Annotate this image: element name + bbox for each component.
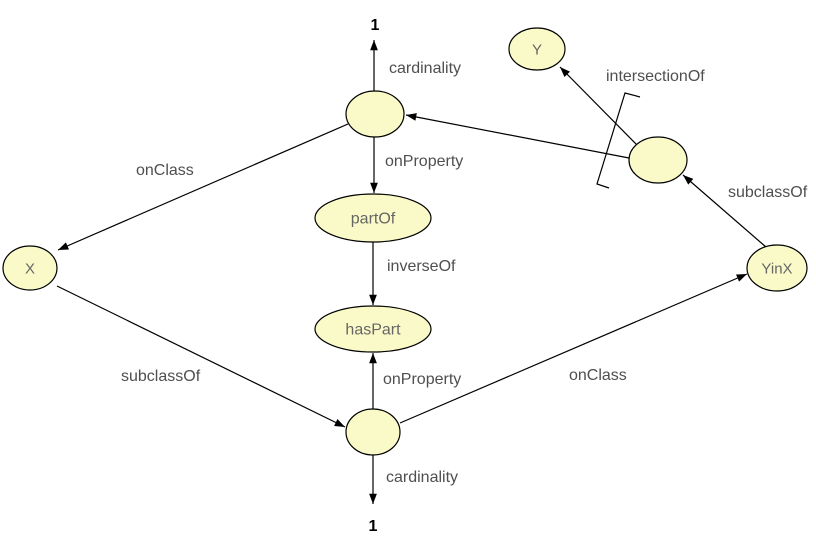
- edge-onclass-right: [399, 273, 748, 424]
- intersectionof-label: intersectionOf: [606, 68, 705, 85]
- edge-onproperty-top: [370, 137, 378, 193]
- arrowhead-icon: [334, 418, 345, 427]
- edge-cardinality-bottom: [369, 455, 377, 504]
- node-partof: partOf: [314, 193, 432, 243]
- arrowhead-icon: [370, 40, 378, 51]
- node-intersection-class-ellipse: [628, 136, 688, 184]
- arrowhead-icon: [369, 353, 377, 364]
- arrowhead-icon: [58, 242, 69, 250]
- onproperty-top-label: onProperty: [385, 153, 463, 170]
- node-intersection-class: [628, 136, 688, 184]
- node-class-y: Y: [508, 27, 566, 71]
- arrowhead-icon: [369, 294, 377, 305]
- edge-cardinality-top: [370, 40, 378, 91]
- edge-onclass-left: [57, 123, 349, 251]
- node-class-yinx-label: YinX: [761, 260, 792, 277]
- subclassof-left-label: subclassOf: [121, 368, 201, 385]
- node-restriction-bottom: [345, 408, 401, 456]
- arrowhead-icon: [683, 175, 694, 185]
- cardinality-top-label: cardinality: [389, 60, 461, 77]
- arrowhead-icon: [560, 67, 570, 78]
- onclass-left-label: onClass: [136, 162, 194, 179]
- node-class-y-label: Y: [532, 41, 542, 58]
- node-haspart-label: hasPart: [345, 322, 401, 339]
- inverseof-label: inverseOf: [387, 258, 456, 275]
- edge-subclassof-right: [682, 174, 767, 248]
- edge-intersection-to-y: [559, 66, 638, 146]
- edge-subclassof-right-line: [682, 174, 767, 248]
- cardinality-bottom-value: 1: [369, 518, 378, 535]
- node-partof-label: partOf: [351, 211, 396, 228]
- arrowhead-icon: [406, 113, 417, 121]
- arrowhead-icon: [370, 182, 378, 193]
- node-class-x: X: [2, 245, 58, 291]
- node-haspart-ellipse: [314, 305, 432, 353]
- node-class-yinx: YinX: [746, 244, 808, 292]
- node-restriction-top-ellipse: [345, 90, 405, 138]
- edge-onproperty-bottom: [369, 353, 377, 409]
- collection-bracket-icon: [596, 92, 641, 189]
- edge-onclass-right-line: [399, 273, 748, 424]
- node-partof-ellipse: [314, 193, 432, 243]
- cardinality-top-value: 1: [371, 17, 380, 34]
- node-class-x-label: X: [25, 260, 35, 277]
- node-class-x-ellipse: [2, 245, 58, 291]
- onclass-right-label: onClass: [569, 367, 627, 384]
- arrowhead-icon: [736, 274, 747, 282]
- node-restriction-top: [345, 90, 405, 138]
- edge-subclassof-left: [56, 285, 346, 428]
- node-class-yinx-ellipse: [746, 244, 808, 292]
- edge-inverseof: [369, 242, 377, 305]
- arrowhead-icon: [369, 493, 377, 504]
- edge-onclass-left-line: [57, 123, 349, 251]
- edge-intersection-to-restriction: [405, 113, 630, 159]
- node-class-y-ellipse: [508, 27, 566, 71]
- edge-intersection-to-restriction-line: [405, 114, 630, 159]
- node-haspart: hasPart: [314, 305, 432, 353]
- edge-intersection-to-y-line: [559, 66, 638, 146]
- edge-subclassof-left-line: [56, 285, 346, 428]
- subclassof-right-label: subclassOf: [728, 184, 808, 201]
- node-restriction-bottom-ellipse: [345, 408, 401, 456]
- onproperty-bottom-label: onProperty: [383, 371, 461, 388]
- cardinality-bottom-label: cardinality: [386, 469, 458, 486]
